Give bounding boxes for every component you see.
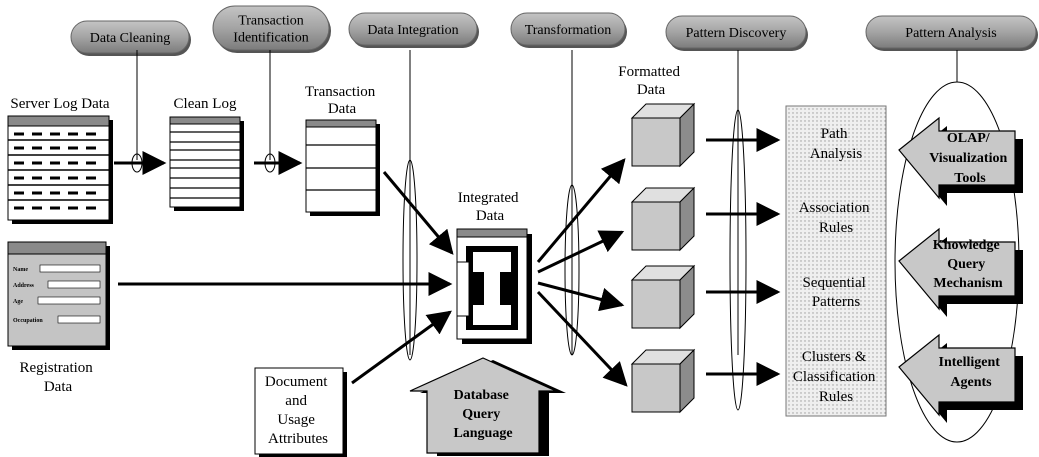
formatted-data-label: Formatted Data [618, 64, 683, 98]
formatted-cube-1 [630, 102, 696, 168]
reg-field-address: Address [13, 283, 35, 289]
reg-field-age: Age [13, 299, 23, 305]
reg-field-name: Name [13, 267, 28, 273]
arrow-integrated-to-cube2 [537, 230, 625, 274]
svg-text:Database Query Lan: Database Query Language [453, 388, 512, 441]
stage-data-integration-label: Data Integration [367, 23, 458, 38]
reg-input-age [37, 296, 101, 305]
integrated-data-label: Integrated Data [458, 190, 523, 224]
database-query-language-arrow: Database Query Language [409, 357, 566, 456]
arrow-integrated-to-cube1 [536, 158, 626, 263]
reg-input-address [47, 280, 101, 289]
svg-text:OLAP/ Visualization: OLAP/ Visualization Tools [929, 131, 1011, 186]
reg-field-occupation: Occupation [13, 318, 43, 324]
svg-text:Knowledge Query Me: Knowledge Query Mechanism [933, 238, 1003, 291]
arrow-integrated-to-cube4 [536, 290, 628, 387]
tool-olap-visualization: OLAP/ Visualization Tools [898, 116, 1023, 206]
formatted-cube-2 [630, 186, 696, 252]
divider-transformation-ellipse [564, 184, 580, 356]
server-log-icon [7, 115, 113, 224]
reg-input-occupation [57, 315, 101, 324]
stage-transformation-label: Transformation [525, 23, 612, 38]
method-association-rules: Association Rules [799, 200, 874, 236]
arrow-integrated-to-cube3 [537, 281, 625, 312]
stage-data-integration: Data Integration [348, 12, 479, 48]
flow-arrows [114, 128, 781, 387]
arrow-transaction-to-integrated [382, 171, 454, 255]
arrow-document-to-integrated [351, 310, 452, 385]
transaction-data-icon [305, 119, 380, 216]
formatted-cube-4 [630, 348, 696, 414]
transaction-data-label: Transaction Data [305, 84, 379, 117]
document-attributes-box: Document and Usage Attributes [254, 367, 347, 457]
stage-pattern-discovery: Pattern Discovery [665, 15, 808, 51]
discovery-methods-panel [785, 105, 887, 417]
server-log-label: Server Log Data [10, 96, 109, 112]
stage-data-cleaning-label: Data Cleaning [90, 31, 170, 46]
stage-pattern-analysis: Pattern Analysis [865, 15, 1038, 51]
clean-log-icon [169, 116, 244, 211]
stage-transformation: Transformation [510, 12, 627, 48]
divider-integration-ellipse [402, 159, 418, 361]
integrated-data-icon [456, 228, 532, 344]
clean-log-label: Clean Log [174, 96, 237, 112]
method-clusters-classification: Clusters & Classification Rules [793, 349, 879, 405]
divider-discovery-ellipse [729, 109, 747, 411]
method-path-analysis: Path Analysis [810, 126, 863, 162]
registration-data-label: Registration Data [19, 360, 96, 395]
tool-intelligent-agents: Intelligent Agents [898, 333, 1023, 423]
formatted-cubes [630, 102, 696, 414]
tool-knowledge-query: Knowledge Query Mechanism [898, 227, 1023, 317]
stage-pattern-discovery-label: Pattern Discovery [686, 26, 787, 41]
registration-form-icon: Name Address Age Occupation [7, 241, 110, 350]
svg-text:Document and Usage: Document and Usage Attributes [265, 374, 331, 447]
reg-input-name [39, 264, 101, 273]
formatted-cube-3 [630, 264, 696, 330]
stage-data-cleaning: Data Cleaning [70, 20, 191, 56]
svg-text:Intelligent Agents: Intelligent Agents [939, 355, 1004, 390]
method-sequential-patterns: Sequential Patterns [802, 275, 869, 310]
stage-pattern-analysis-label: Pattern Analysis [905, 26, 996, 41]
